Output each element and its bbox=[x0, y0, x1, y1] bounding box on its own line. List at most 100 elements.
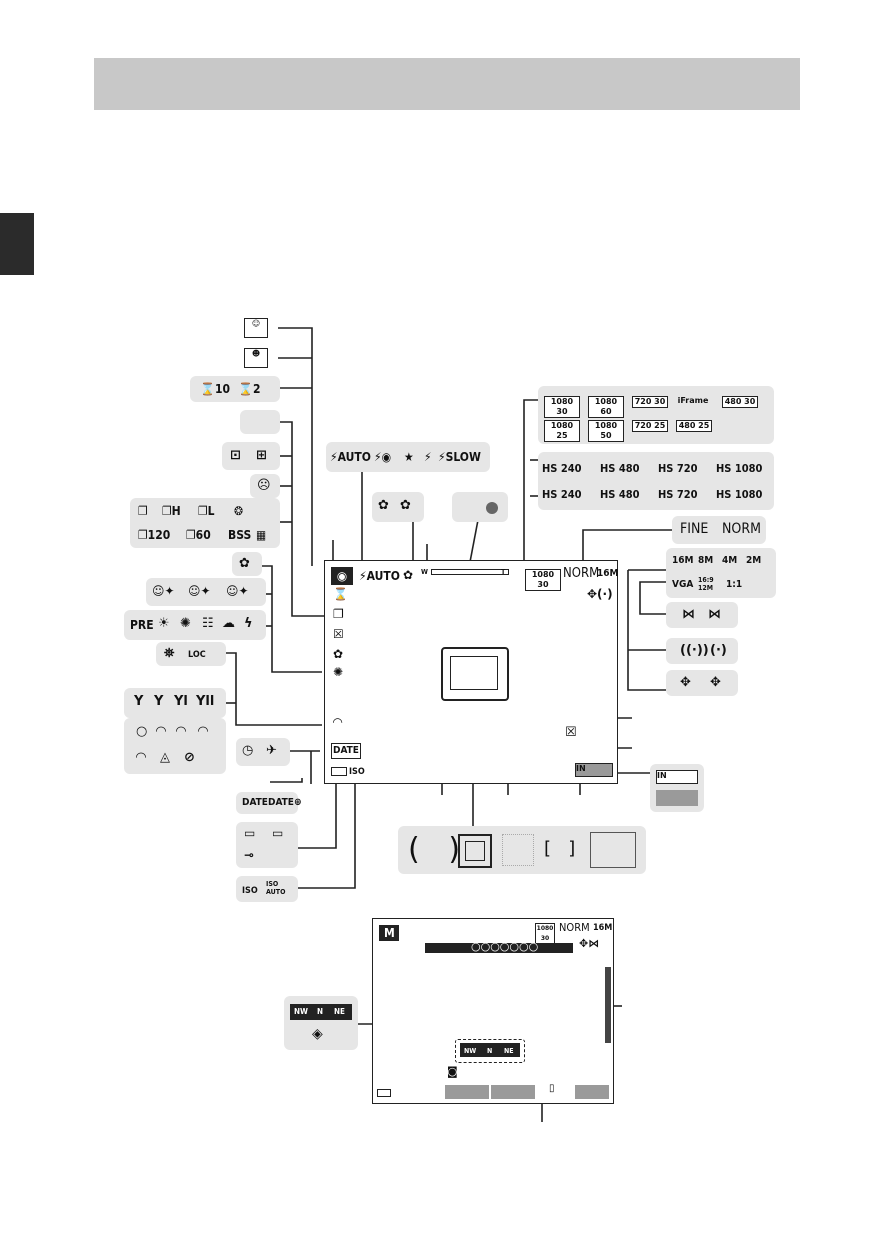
movie-1080-25-icon: 1080 25 bbox=[544, 420, 580, 442]
size-16m-icon: 16M bbox=[672, 555, 694, 566]
wb-preset-icon: PRE bbox=[130, 618, 154, 632]
size-8m-icon: 8M bbox=[698, 555, 714, 566]
wifi-warn-icon: ◬ bbox=[160, 750, 170, 765]
blank-panel bbox=[240, 410, 280, 434]
screen2-size-icon: 16M bbox=[593, 923, 613, 933]
vr-1-icon: ((·)) bbox=[680, 643, 709, 658]
screen2-camera-icon: ◙ bbox=[447, 1065, 458, 1078]
iso-panel: ISO ISO AUTO bbox=[236, 876, 298, 902]
size-169-icon: 16:9 12M bbox=[698, 576, 714, 592]
vr-panel: ((·)) (·) bbox=[666, 638, 738, 664]
movie-1080-30-icon: 1080 30 bbox=[544, 396, 580, 418]
continuous-l-icon: ❐L bbox=[198, 504, 215, 518]
zoom-bar bbox=[431, 569, 509, 575]
screen2-block-1 bbox=[445, 1085, 489, 1099]
continuous-120-icon: ❐120 bbox=[138, 528, 171, 542]
quality-norm-icon: NORM bbox=[722, 521, 761, 537]
location-name-bar: ○○○○○○○ bbox=[425, 940, 573, 953]
wb-flash-icon: ϟ bbox=[244, 616, 253, 631]
size-vga-icon: VGA bbox=[672, 579, 694, 590]
vr-2-icon: (·) bbox=[710, 643, 727, 658]
clock-icon: ◷ bbox=[242, 743, 254, 758]
wifi-0-icon: ○ bbox=[136, 724, 148, 739]
macro-status-icon: ✿ bbox=[403, 568, 414, 582]
wifi-status-icon: ◠ bbox=[333, 715, 343, 729]
signal-1-icon: Y bbox=[134, 694, 144, 709]
screen2-memory-icon: ▯ bbox=[549, 1083, 555, 1094]
wifi-4-icon: ◠ bbox=[136, 750, 146, 765]
iso-status-icon: ISO bbox=[349, 767, 365, 777]
hs-720-50-icon: HS 720 bbox=[658, 488, 698, 501]
battery-panel: ▭ ▭ ⊸ bbox=[236, 822, 298, 868]
second-monitor-screen: M 1080 30 NORM 16M ✥⋈ ○○○○○○○ NW N NE ◙ … bbox=[372, 918, 614, 1104]
af-frame-large-icon bbox=[590, 832, 636, 868]
movie-1080-60-icon: 1080 60 bbox=[588, 396, 624, 418]
bss-icon: BSS bbox=[228, 528, 252, 542]
screen2-motion-icon: ✥⋈ bbox=[579, 937, 600, 950]
macro-panel: ✿ ✿ bbox=[372, 492, 424, 522]
hs-240-50-icon: HS 240 bbox=[542, 488, 582, 501]
time-panel: ◷ ✈ bbox=[236, 738, 290, 766]
motion-detect-panel: ⊡ ⊞ bbox=[222, 442, 280, 470]
screen2-battery-icon bbox=[377, 1089, 391, 1097]
skin-softening-panel: ☺✦ ☺✦ ☺✦ bbox=[146, 578, 266, 606]
hs-720-icon: HS 720 bbox=[658, 462, 698, 475]
zoom-tele-label: T bbox=[501, 568, 506, 576]
motion-detect-right-panel: ✥ ✥ bbox=[666, 670, 738, 696]
section-header-bar bbox=[94, 58, 800, 110]
continuous-panel: ❐ ❐H ❐L ❂ ❐120 ❐60 BSS ▦ bbox=[130, 498, 280, 548]
signal-3-icon: Yl bbox=[174, 694, 188, 709]
screen2-quality-icon: NORM bbox=[559, 921, 590, 934]
wifi-3-icon: ◠ bbox=[198, 724, 208, 739]
date-icon: DATE bbox=[242, 797, 268, 808]
movie-iframe-icon: iFrame bbox=[677, 396, 709, 405]
effects-status-icon: ✿ bbox=[333, 647, 344, 661]
focus-area-frame bbox=[441, 647, 509, 701]
hs-movie-panel: HS 240 HS 480 HS 720 HS 1080 HS 240 HS 4… bbox=[538, 452, 774, 510]
hs-1080-25-icon: HS 1080 bbox=[716, 488, 763, 501]
self-timer-10-icon: ⌛10 bbox=[200, 382, 230, 396]
wb-status-icon: ✺ bbox=[333, 665, 344, 679]
skin-softening-1-icon: ☺✦ bbox=[152, 584, 175, 598]
blink-panel: ☹ bbox=[250, 474, 280, 498]
af-frame-center-icon bbox=[458, 834, 492, 868]
hs-480-icon: HS 480 bbox=[600, 462, 640, 475]
date-status-icon: DATE bbox=[331, 743, 361, 759]
wifi-off-icon: ⊘ bbox=[184, 750, 195, 765]
memory-status-icon: IN bbox=[575, 763, 613, 777]
continuous-icon: ❐ bbox=[138, 504, 148, 518]
flash-status-icon: ⚡AUTO bbox=[359, 569, 400, 583]
memory-in-icon: IN bbox=[656, 770, 698, 784]
hs-1080-icon: HS 1080 bbox=[716, 462, 763, 475]
date-stamp-panel: DATE DATE⊕ bbox=[236, 792, 302, 814]
cache-icon: ❂ bbox=[234, 504, 244, 518]
flash-slow-icon: ⚡SLOW bbox=[438, 450, 481, 464]
movie-1080-50-icon: 1080 50 bbox=[588, 420, 624, 442]
manual-mode-icon: M bbox=[379, 925, 399, 941]
focus-frame-options-panel: ( ) [ ] bbox=[398, 826, 646, 874]
size-2m-icon: 2M bbox=[746, 555, 762, 566]
camera-mode-icon: ◉ bbox=[331, 567, 353, 585]
loc-icon: LOC bbox=[188, 650, 206, 660]
skin-softening-2-icon: ☺✦ bbox=[188, 584, 211, 598]
date-counter-icon: DATE⊕ bbox=[268, 797, 302, 808]
airplane-icon: ✈ bbox=[266, 743, 277, 758]
movie-720-25-icon: 720 25 bbox=[632, 420, 668, 432]
wind-noise-panel: ⋈ ⋈ bbox=[666, 602, 738, 628]
iso-auto-icon: ISO AUTO bbox=[266, 880, 286, 896]
altitude-scale bbox=[605, 967, 611, 1043]
iso-icon: ISO bbox=[242, 886, 258, 896]
motion-icon: ⊡ bbox=[230, 448, 241, 463]
memory-count-block bbox=[656, 790, 698, 806]
quality-status-icon: NORM bbox=[563, 566, 600, 581]
flash-redeye-icon: ⚡◉ bbox=[374, 450, 392, 464]
screen2-movie-icon: 1080 30 bbox=[535, 923, 555, 945]
compass-nw-label: NW bbox=[294, 1007, 308, 1016]
location-panel: ⛯ LOC bbox=[156, 642, 226, 666]
movie-icon: ⊞ bbox=[256, 448, 267, 463]
motion-detect-2-icon: ✥ bbox=[710, 675, 721, 690]
self-timer-panel: ⌛10 ⌛2 bbox=[190, 376, 280, 402]
wifi-2-icon: ◠ bbox=[176, 724, 186, 739]
gps-icon: ⛯ bbox=[164, 646, 175, 661]
